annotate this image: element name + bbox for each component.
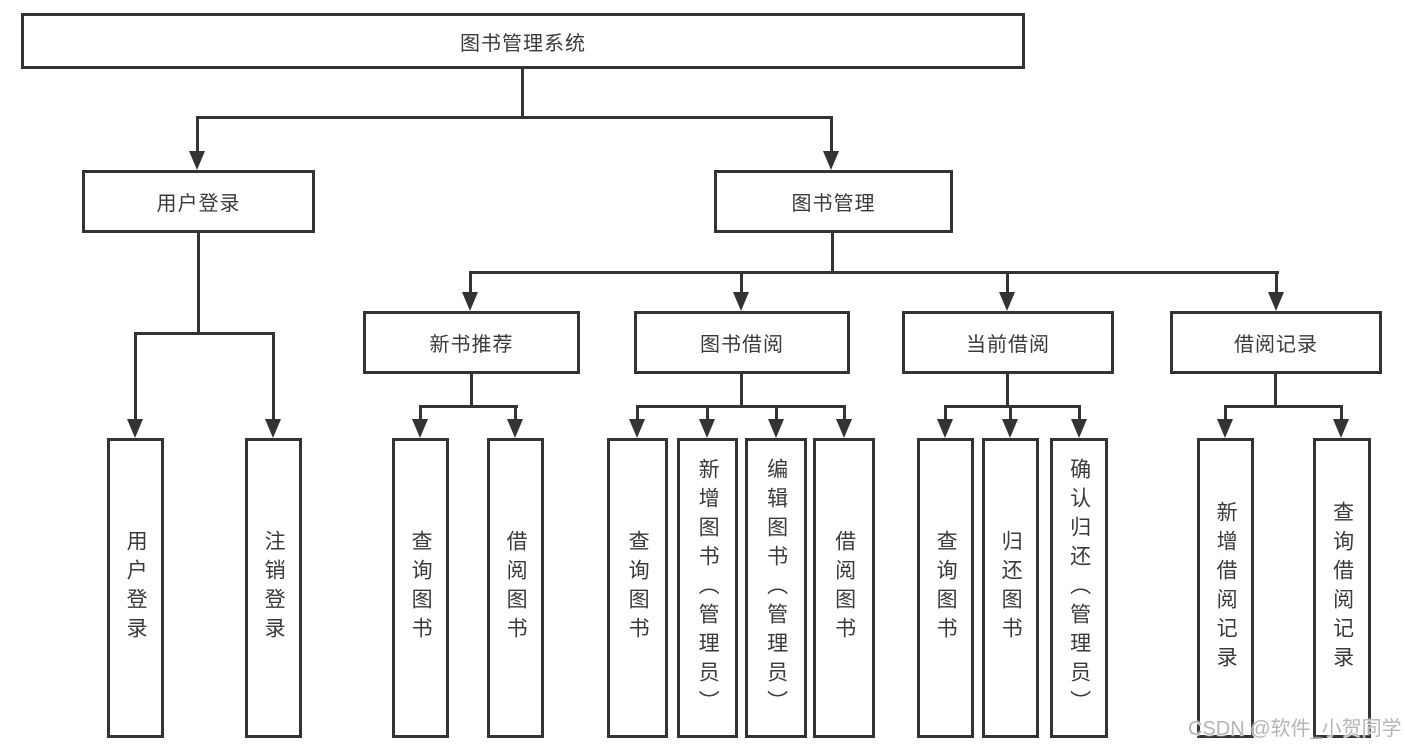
leaf-user-login: 用户登录 <box>107 438 164 738</box>
connector-line <box>419 405 422 421</box>
connector-line <box>469 271 472 295</box>
node-label: 查询图书 <box>626 530 650 646</box>
connector-line <box>470 374 473 407</box>
connector-line <box>1224 405 1227 421</box>
connector-line <box>740 271 743 295</box>
node-new-book-recommend: 新书推荐 <box>363 311 580 374</box>
connector-line <box>843 405 846 421</box>
leaf-edit-books-admin: 编辑图书（管理员） <box>745 438 807 738</box>
connector-line <box>419 405 518 408</box>
node-label: 编辑图书（管理员） <box>764 457 788 719</box>
arrow-down <box>1333 419 1349 438</box>
arrow-down <box>629 419 645 438</box>
connector-line <box>740 374 743 407</box>
connector-line <box>706 405 709 421</box>
connector-line <box>1340 405 1343 421</box>
node-label: 借阅记录 <box>1234 334 1318 356</box>
leaf-borrow-books-recommend: 借阅图书 <box>487 438 544 738</box>
connector-line <box>831 233 834 274</box>
leaf-logout: 注销登录 <box>245 438 302 738</box>
leaf-query-borrow-record: 查询借阅记录 <box>1313 438 1371 738</box>
node-library-system: 图书管理系统 <box>21 13 1025 69</box>
node-book-management: 图书管理 <box>714 170 953 233</box>
node-borrowing-records: 借阅记录 <box>1170 311 1382 374</box>
connector-line <box>196 116 199 154</box>
node-current-borrowing: 当前借阅 <box>902 311 1114 374</box>
node-user-login: 用户登录 <box>82 170 315 233</box>
leaf-query-books-current: 查询图书 <box>917 438 974 738</box>
node-label: 图书管理系统 <box>460 32 586 55</box>
connector-line <box>1078 405 1081 421</box>
connector-line <box>196 116 833 119</box>
connector-line <box>134 332 137 422</box>
arrow-down <box>836 419 852 438</box>
node-label: 注销登录 <box>262 530 286 646</box>
node-book-borrowing: 图书借阅 <box>634 311 850 374</box>
node-label: 借阅图书 <box>504 530 528 646</box>
connector-line <box>636 405 846 408</box>
arrow-down <box>733 292 749 311</box>
node-label: 用户登录 <box>124 530 148 646</box>
node-label: 图书管理 <box>791 193 876 215</box>
leaf-return-books: 归还图书 <box>982 438 1039 738</box>
node-label: 图书借阅 <box>700 334 784 356</box>
node-label: 借阅图书 <box>832 530 856 646</box>
node-label: 新书推荐 <box>429 334 514 356</box>
connector-line <box>272 332 275 422</box>
arrow-down <box>1071 419 1087 438</box>
arrow-down <box>265 419 281 438</box>
arrow-down <box>699 419 715 438</box>
node-label: 归还图书 <box>999 530 1023 646</box>
connector-line <box>514 405 517 421</box>
connector-line <box>1224 405 1343 408</box>
arrow-down <box>1002 419 1018 438</box>
node-label: 新增借阅记录 <box>1214 501 1238 675</box>
node-label: 用户登录 <box>156 193 241 215</box>
leaf-confirm-return-admin: 确认归还（管理员） <box>1050 438 1108 738</box>
connector-line <box>134 332 275 335</box>
leaf-query-books-borrowing: 查询图书 <box>607 438 668 738</box>
connector-line <box>1006 374 1009 407</box>
node-label: 查询借阅记录 <box>1330 501 1354 675</box>
connector-line <box>469 271 1279 274</box>
connector-line <box>1274 374 1277 407</box>
node-label: 确认归还（管理员） <box>1067 457 1091 719</box>
connector-line <box>830 116 833 154</box>
leaf-add-books-admin: 新增图书（管理员） <box>677 438 738 738</box>
arrow-down <box>999 292 1015 311</box>
connector-line <box>636 405 639 421</box>
node-label: 新增图书（管理员） <box>696 457 720 719</box>
connector-line <box>1009 405 1012 421</box>
arrow-down <box>1217 419 1233 438</box>
leaf-query-books-recommend: 查询图书 <box>392 438 449 738</box>
node-label: 查询图书 <box>409 530 433 646</box>
leaf-borrow-books: 借阅图书 <box>813 438 875 738</box>
arrow-down <box>507 419 523 438</box>
connector-line <box>1275 271 1278 295</box>
leaf-add-borrow-record: 新增借阅记录 <box>1197 438 1254 738</box>
arrow-down <box>937 419 953 438</box>
watermark-text: CSDN @软件_小贺同学 <box>1188 718 1402 740</box>
arrow-down <box>823 151 839 170</box>
connector-line <box>775 405 778 421</box>
connector-line <box>944 405 947 421</box>
arrow-down <box>1268 292 1284 311</box>
connector-line <box>944 405 1081 408</box>
connector-line <box>197 233 200 335</box>
arrow-down <box>412 419 428 438</box>
connector-line <box>521 68 524 119</box>
arrow-down <box>127 419 143 438</box>
arrow-down <box>189 151 205 170</box>
node-label: 当前借阅 <box>966 334 1050 356</box>
arrow-down <box>768 419 784 438</box>
connector-line <box>1006 271 1009 295</box>
node-label: 查询图书 <box>934 530 958 646</box>
arrow-down <box>462 292 478 311</box>
